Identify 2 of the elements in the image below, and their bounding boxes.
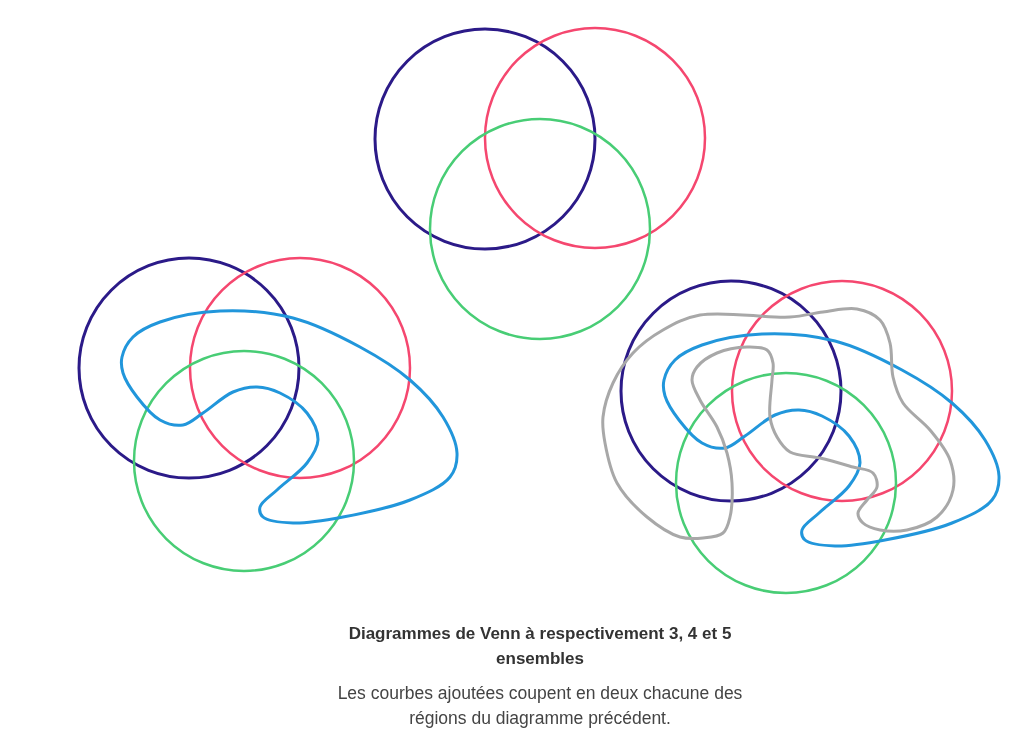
figure-caption: Les courbes ajoutées coupent en deux chacune des régions du diagramme précédent. bbox=[336, 682, 744, 730]
figure-title: Diagrammes de Venn à respectivement 3, 4 et 5 ensembles bbox=[347, 623, 733, 670]
